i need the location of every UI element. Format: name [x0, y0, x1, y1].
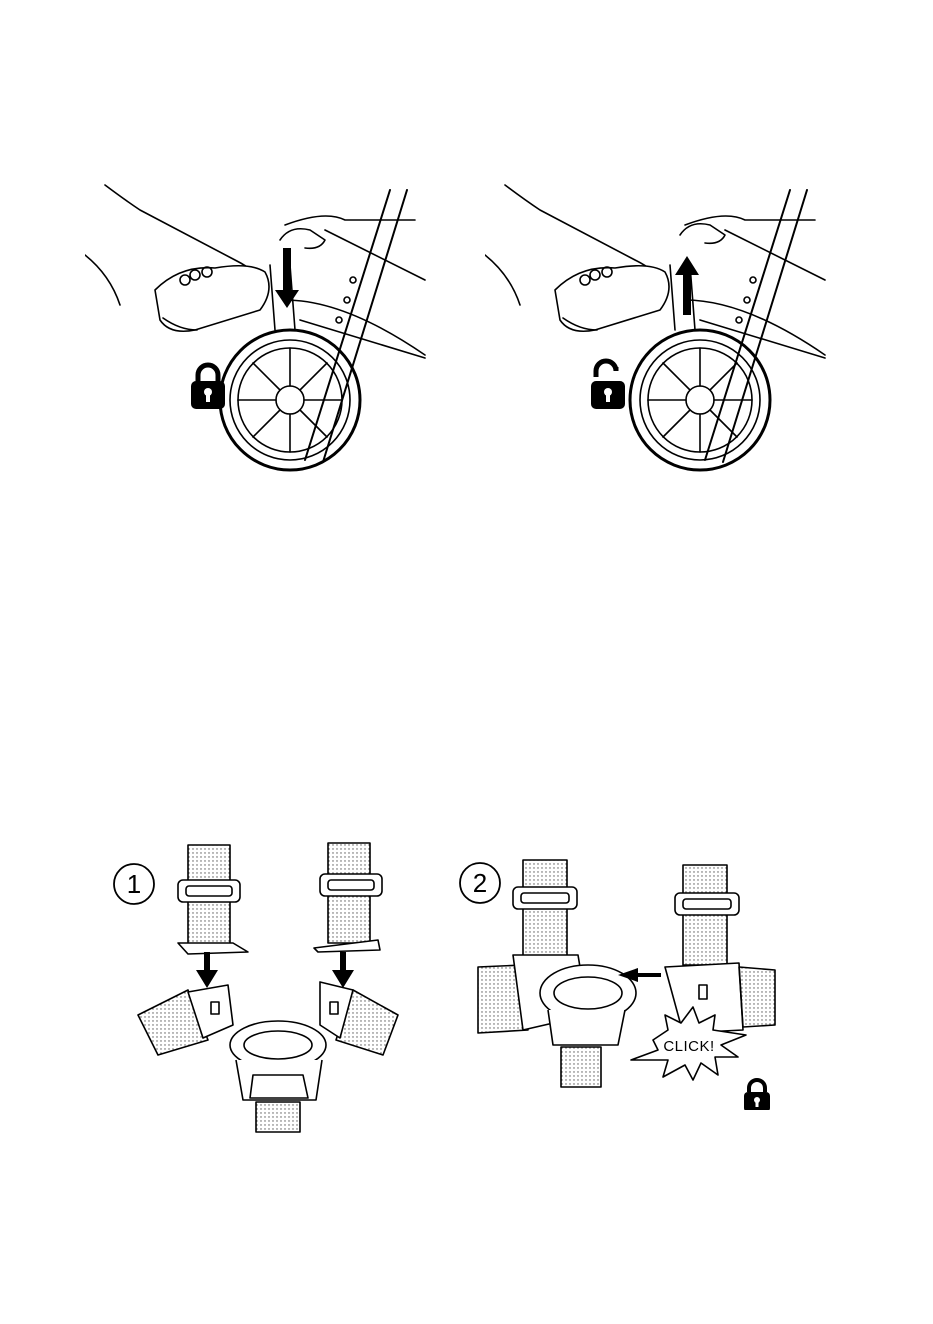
lock-closed-icon — [191, 365, 225, 409]
brake-lock-figure — [85, 180, 430, 480]
step-label: 1 — [127, 869, 141, 899]
step-number-2: 2 — [460, 863, 500, 903]
lock-closed-icon — [744, 1080, 770, 1110]
arrow-up-icon — [675, 256, 699, 315]
step-label: 2 — [473, 868, 487, 898]
lock-open-icon — [591, 361, 625, 409]
harness-step-2-figure: 2 CLICK! — [453, 855, 783, 1110]
arrow-down-icon — [275, 248, 299, 308]
harness-step-1-figure: 1 — [108, 840, 428, 1135]
brake-unlock-figure — [485, 180, 830, 480]
arrow-down-icon — [196, 952, 218, 988]
arrow-down-icon — [332, 952, 354, 988]
step-number-1: 1 — [114, 864, 154, 904]
click-label: CLICK! — [663, 1038, 714, 1055]
shoe — [555, 266, 669, 332]
shoe — [155, 266, 269, 332]
